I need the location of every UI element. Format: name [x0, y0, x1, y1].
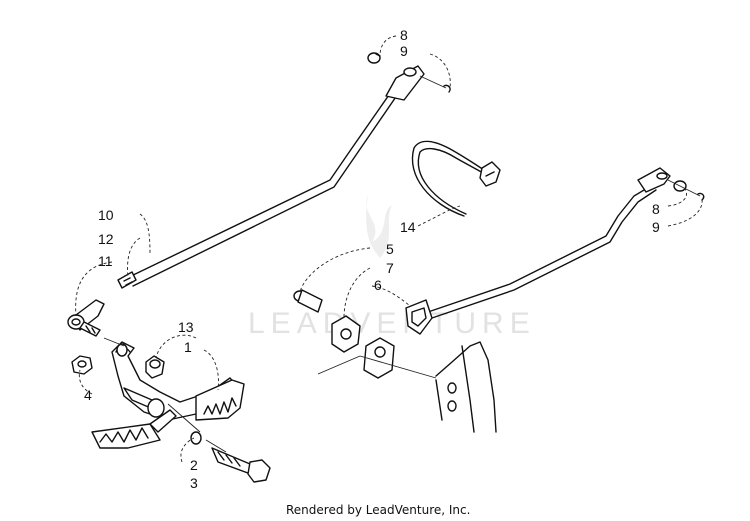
watermark-text: LEADVENTURE: [248, 307, 536, 340]
ball-joint: [67, 299, 105, 337]
cotter-pin-top: [419, 75, 451, 93]
footpeg-left: [91, 409, 177, 449]
callout-14: 14: [400, 219, 416, 235]
mount-bracket-b: [363, 337, 395, 379]
cable-tie: [411, 140, 501, 217]
callout-12: 12: [98, 231, 114, 247]
leader-lines: [75, 35, 703, 463]
nut-left: [71, 355, 93, 375]
callout-3: 3: [190, 475, 198, 491]
footpeg-right: [195, 379, 245, 421]
pivot-tube: [123, 387, 165, 418]
callout-8-right: 8: [652, 201, 660, 217]
callout-8-top: 8: [400, 27, 408, 43]
callout-4: 4: [84, 387, 92, 403]
rod-bracket-right: [637, 167, 705, 201]
callout-6: 6: [374, 277, 382, 293]
grommet: [405, 299, 433, 335]
callout-2: 2: [190, 457, 198, 473]
callout-10: 10: [98, 207, 114, 223]
washer-bolt: [190, 431, 271, 483]
callout-9-top: 9: [400, 43, 408, 59]
frame-section: [435, 341, 497, 433]
shift-rod-long: [126, 71, 415, 287]
callouts: 8 9 10 12 11 13 1 4 2 3 14 5 7 6 8 9: [84, 27, 660, 491]
callout-5: 5: [386, 241, 394, 257]
footer-credit: Rendered by LeadVenture, Inc.: [286, 503, 470, 517]
callout-13: 13: [178, 319, 194, 335]
callout-11: 11: [98, 253, 113, 269]
mount-bracket-a: [331, 315, 361, 353]
callout-9-right: 9: [652, 219, 660, 235]
bolt-right: [293, 289, 323, 313]
callout-1: 1: [184, 339, 192, 355]
shift-rod-short: [427, 183, 657, 319]
upper-clevis: [367, 52, 425, 101]
spacer: [145, 355, 165, 379]
watermark: LEADVENTURE: [248, 195, 536, 340]
callout-7: 7: [386, 260, 394, 276]
